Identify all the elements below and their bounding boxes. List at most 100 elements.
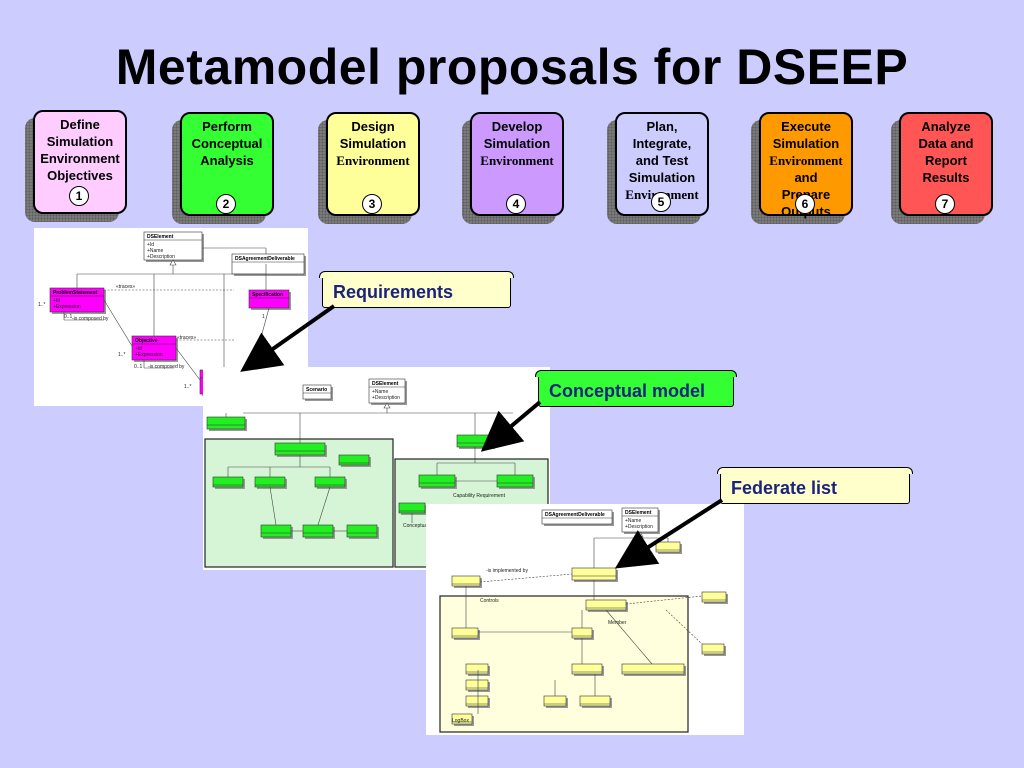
uml-text: +Expression: [53, 304, 81, 310]
federate-list-callout: Federate list: [717, 467, 913, 504]
step-label-line: Data and: [918, 136, 974, 151]
requirements-callout-label: Requirements: [333, 282, 454, 302]
uml-connector: [665, 609, 703, 645]
step-label-line: Perform: [202, 119, 252, 134]
federate-list-uml: DSAgreementDeliverable DSElement +Name+Des…: [439, 507, 728, 733]
step-label-line: Analyze: [921, 119, 971, 134]
step-number-badge: 2: [216, 194, 236, 214]
uml-class-box: [701, 643, 725, 655]
uml-text: 1..*: [184, 384, 192, 390]
uml-text: Specification: [252, 292, 283, 298]
uml-text: +Id: [53, 298, 60, 304]
uml-connector: [103, 299, 133, 347]
uml-text: Member: [608, 620, 627, 626]
uml-text: 1..*: [118, 352, 126, 358]
step-label-line: Simulation: [483, 136, 551, 151]
uml-text: DSElement: [147, 234, 174, 240]
step-number-badge: 1: [69, 186, 89, 206]
uml-text: ProblemStatement: [53, 290, 98, 296]
step-label-line: Simulation: [772, 136, 840, 151]
uml-class-box: [465, 695, 489, 707]
uml-connector: [625, 595, 703, 605]
uml-generalization-head: [383, 402, 391, 409]
uml-text: «traces»: [177, 335, 196, 341]
uml-connector: [317, 486, 331, 526]
uml-text: +Expression: [135, 352, 163, 358]
step-label-line: Simulation: [628, 170, 696, 185]
uml-class-box: [701, 591, 727, 603]
callout-scroll-edge: [535, 370, 737, 377]
step-number-badge: 5: [651, 192, 671, 212]
uml-text: Scenario: [306, 387, 327, 393]
uml-class-box: [368, 378, 406, 404]
uml-text: +Name: [147, 248, 163, 254]
requirements-arrow: [240, 304, 336, 372]
step-label-line: Conceptual: [191, 136, 263, 151]
uml-text: Capability Requirement: [453, 493, 506, 499]
uml-class-box: [465, 679, 489, 691]
uml-text: 0..1: [134, 364, 143, 370]
slide-title: Metamodel proposals for DSEEP: [115, 39, 909, 95]
uml-text: LogBox: [452, 718, 469, 724]
step-number-badge: 3: [362, 194, 382, 214]
step-label-line: Analysis: [200, 153, 254, 168]
uml-text: +Id: [147, 242, 154, 248]
federate-list-arrow: [614, 498, 724, 569]
step-label-line: Define: [60, 117, 100, 132]
uml-text: DSAgreementDeliverable: [235, 256, 295, 262]
uml-text: Objective: [135, 338, 158, 344]
uml-class-box: [451, 627, 479, 639]
uml-text: +Id: [135, 346, 142, 352]
uml-text: DSAgreementDeliverable: [545, 512, 605, 518]
uml-text: +Name: [625, 518, 641, 524]
dseep-step-5: Plan,Integrate,and TestSimulationEnviron…: [607, 112, 709, 224]
dseep-step-6: ExecuteSimulationEnvironmentandPrepareOu…: [751, 112, 853, 224]
step-number-badge: 7: [935, 194, 955, 214]
conceptual-model-arrow: [480, 400, 542, 452]
uml-class-box: [302, 384, 332, 400]
step-label-line: Execute: [781, 119, 831, 134]
uml-text: -is composed by: [72, 316, 109, 322]
uml-text: +Description: [372, 395, 400, 401]
callout-scroll-edge: [717, 467, 913, 474]
step-label-line: Simulation: [46, 134, 114, 149]
step-label-line: Simulation: [339, 136, 407, 151]
uml-connector: [479, 573, 573, 583]
conceptual-model-callout-label: Conceptual model: [549, 381, 706, 401]
uml-text: Controls: [480, 598, 499, 604]
uml-class-box: [621, 663, 685, 675]
conceptual-model-callout: Conceptual model: [535, 370, 737, 407]
step-label-line: Plan,: [646, 119, 678, 134]
uml-class-box: [621, 507, 659, 533]
step-label-line: Design: [351, 119, 395, 134]
federate-list-callout-label: Federate list: [731, 478, 838, 498]
uml-text: +Name: [372, 389, 388, 395]
uml-text: +Description: [625, 524, 653, 530]
uml-connector: [175, 347, 201, 381]
step-number-badge: 6: [795, 194, 815, 214]
step-label-line: Results: [922, 170, 970, 185]
uml-text: 1: [262, 314, 265, 320]
uml-text: 0..1: [64, 314, 73, 320]
uml-class-box: [465, 663, 489, 675]
callout-scroll-edge: [319, 271, 514, 278]
step-label-line: Environment: [40, 151, 120, 166]
uml-text: DSElement: [625, 510, 652, 516]
step-label-line: Environment: [769, 153, 843, 168]
uml-class-box: [541, 509, 613, 525]
step-label-line: Develop: [491, 119, 543, 134]
uml-class-box: [451, 713, 473, 725]
uml-text: +Description: [147, 254, 175, 260]
uml-generalization-head: [169, 259, 177, 266]
